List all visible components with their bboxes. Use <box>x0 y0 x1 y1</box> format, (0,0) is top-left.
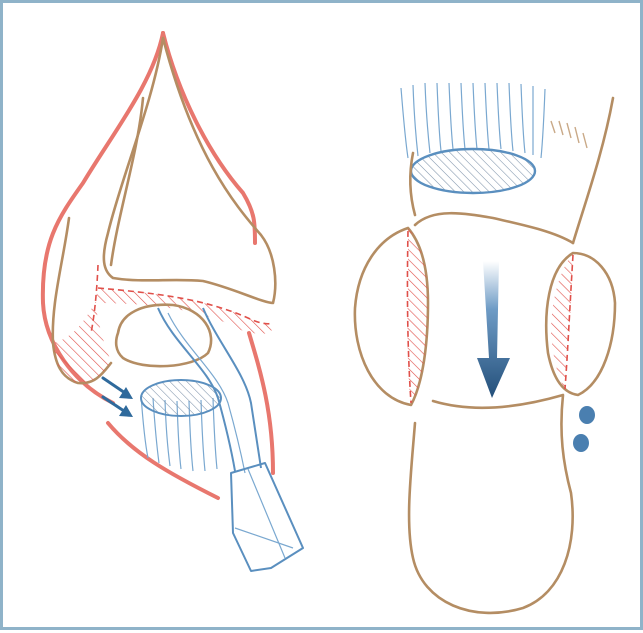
tube-handle-edge <box>235 528 293 548</box>
tissue-flap-ridge <box>111 98 143 265</box>
illustration <box>3 3 643 633</box>
lower-incision-right <box>249 333 273 473</box>
hatched-band-left <box>53 303 111 383</box>
tube-handle <box>231 463 303 571</box>
double-arrow-icon <box>103 378 133 417</box>
mid-tissue <box>415 213 573 243</box>
tube-handle-facet <box>248 469 285 558</box>
cylinder-opening-right <box>411 149 535 193</box>
inner-contour <box>116 305 211 366</box>
lower-body <box>409 395 573 613</box>
down-arrow-icon <box>477 261 510 398</box>
dots-icon <box>573 406 595 452</box>
right-panel <box>355 83 615 613</box>
fringe-upper <box>401 83 545 158</box>
left-panel <box>43 33 303 571</box>
cylinder-opening-left <box>141 380 221 416</box>
upper-right-tissue <box>573 98 613 243</box>
faint-strokes <box>551 121 587 148</box>
left-flap-hatch <box>407 228 428 405</box>
lower-incision-left <box>108 423 218 498</box>
